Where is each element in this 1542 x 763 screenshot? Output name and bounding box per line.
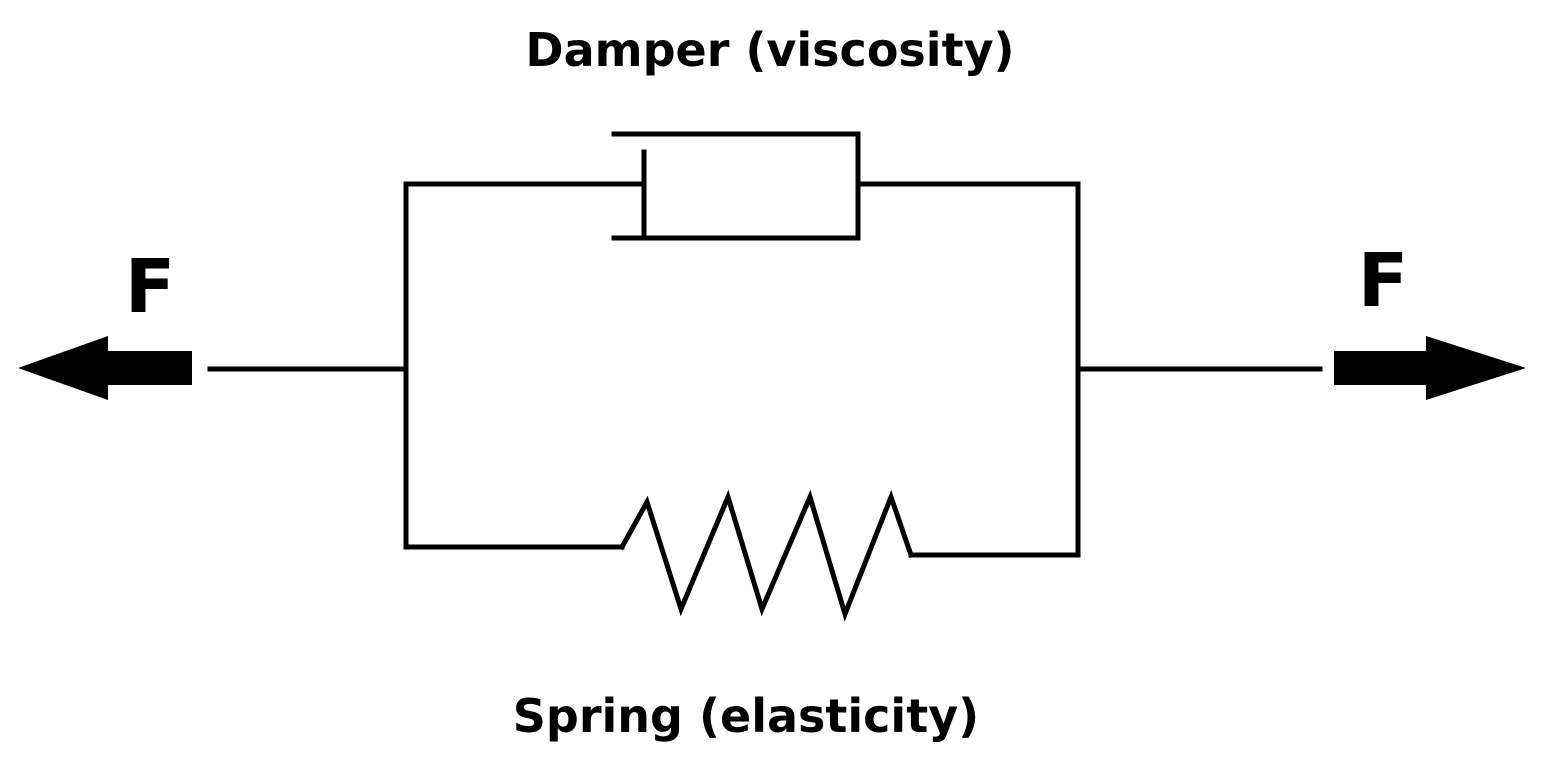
- right-arrow-shaft: [1334, 351, 1426, 385]
- right-force-label: F: [1358, 238, 1409, 324]
- right-force-arrow: [1334, 336, 1526, 400]
- damper-cylinder: [611, 131, 861, 241]
- right-arrow-head-icon: [1426, 336, 1526, 400]
- damper-element: [403, 131, 1081, 241]
- spring-label: Spring (elasticity): [513, 689, 979, 743]
- damper-label: Damper (viscosity): [525, 23, 1014, 77]
- left-force-label: F: [125, 244, 176, 330]
- left-arrow-shaft: [100, 351, 192, 385]
- spring-coil-icon: [618, 489, 915, 622]
- spring-element: [403, 489, 1081, 622]
- left-arrow-head-icon: [18, 336, 108, 400]
- left-force-arrow: [18, 336, 192, 400]
